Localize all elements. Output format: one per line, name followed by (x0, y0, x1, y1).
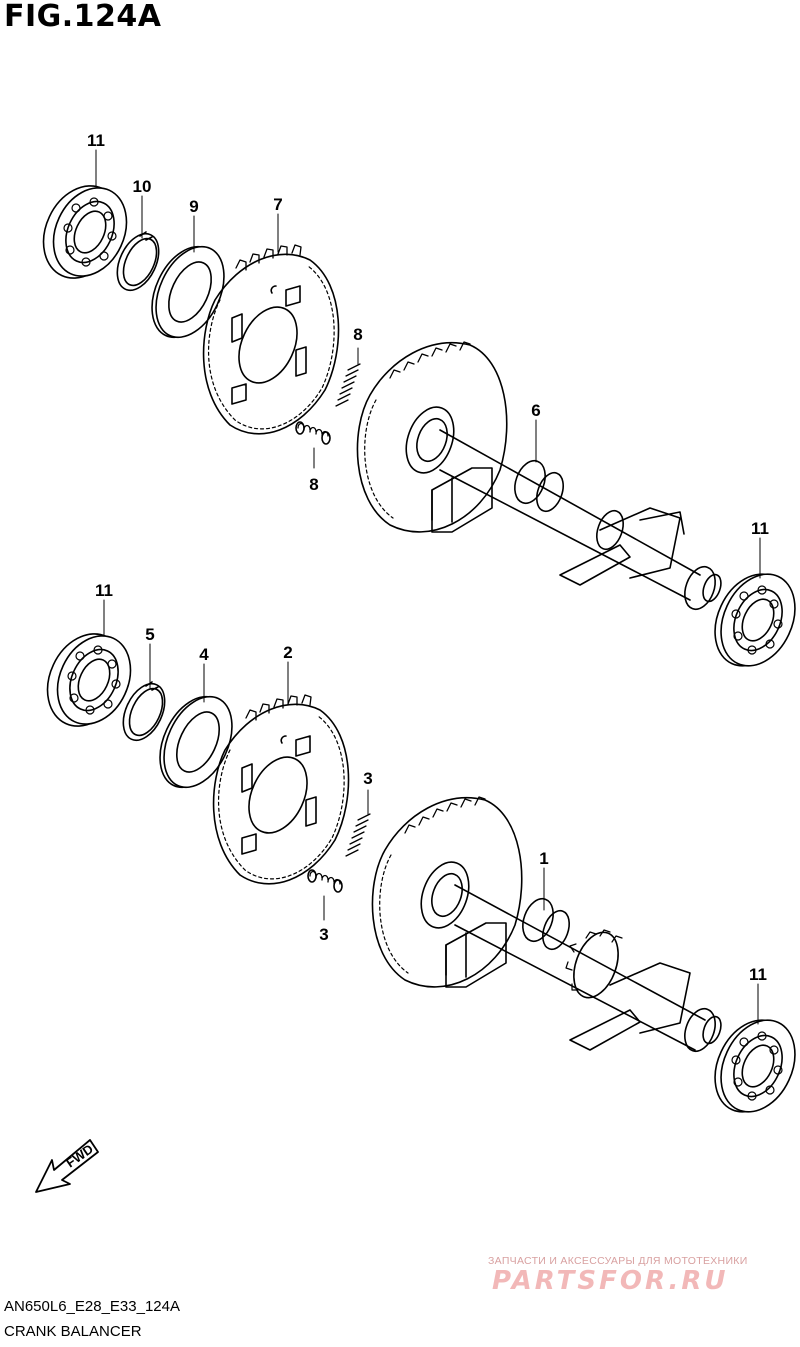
figure-title: FIG.124A (4, 0, 162, 34)
bearing-left-top (42, 185, 128, 279)
balancer-shaft-top (356, 341, 722, 611)
top-assembly (42, 149, 796, 667)
callout-bearing-right-bottom: 11 (749, 965, 767, 984)
callout-spring-lower-bottom: 3 (319, 925, 328, 944)
gear-bottom (212, 694, 350, 885)
callout-spring-lower-top: 8 (309, 475, 318, 494)
gear-top (202, 244, 340, 435)
watermark-subtitle: ЗАПЧАСТИ И АКСЕССУАРЫ ДЛЯ МОТОТЕХНИКИ (488, 1255, 748, 1267)
callout-circlip-bottom: 5 (145, 625, 154, 644)
spring-upper-top (335, 347, 361, 407)
watermark-logo: PARTSFOR.RU (492, 1266, 729, 1296)
washer-bottom (159, 695, 233, 789)
spring-upper-bottom (345, 789, 371, 857)
balancer-shaft-bottom (371, 796, 722, 1053)
spring-lower-top (295, 421, 331, 469)
figure-name: CRANK BALANCER (4, 1323, 142, 1340)
circlip-bottom (122, 681, 166, 742)
callout-gear-bottom: 2 (283, 643, 292, 662)
circlip-top (116, 231, 160, 292)
callout-bearing-left-bottom: 11 (95, 581, 113, 600)
figure-code: AN650L6_E28_E33_124A (4, 1298, 180, 1315)
bearing-right-top (714, 573, 796, 667)
fwd-direction-arrow: FWD (35, 1139, 99, 1193)
washer-top (151, 245, 225, 339)
leader-lines-top (95, 149, 761, 579)
bearing-right-bottom (714, 1019, 796, 1113)
bottom-assembly (46, 599, 796, 1113)
callout-washer-top: 9 (189, 197, 198, 216)
callout-washer-bottom: 4 (199, 645, 209, 664)
bearing-left-bottom (46, 633, 132, 727)
spring-lower-bottom (307, 869, 343, 921)
callout-bearing-left-top: 11 (87, 131, 105, 150)
leader-lines-bottom (103, 599, 759, 1025)
callout-spring-upper-bottom: 3 (363, 769, 372, 788)
callout-circlip-top: 10 (133, 177, 152, 196)
callout-spring-upper-top: 8 (353, 325, 362, 344)
callout-gear-top: 7 (273, 195, 282, 214)
callout-shaft-top: 6 (531, 401, 540, 420)
callout-shaft-bottom: 1 (539, 849, 548, 868)
callout-bearing-right-top: 11 (751, 519, 769, 538)
